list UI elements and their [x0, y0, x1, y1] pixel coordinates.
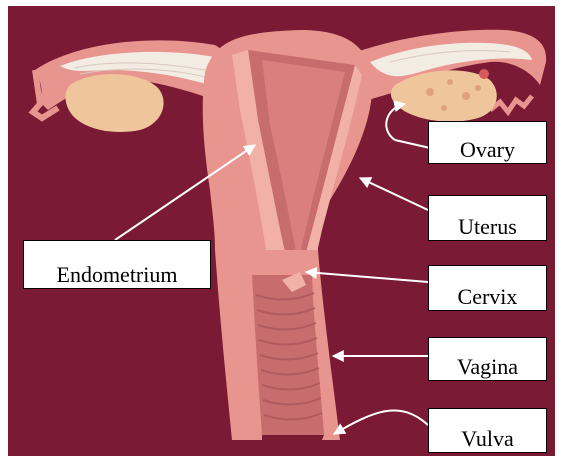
ovary-label: Ovary — [428, 121, 547, 164]
vagina-label: Vagina — [428, 337, 547, 381]
endometrium-label: Endometrium — [23, 240, 211, 289]
cervix-label: Cervix — [428, 265, 547, 311]
vulva-label: Vulva — [428, 408, 547, 453]
uterus-label: Uterus — [428, 195, 547, 241]
